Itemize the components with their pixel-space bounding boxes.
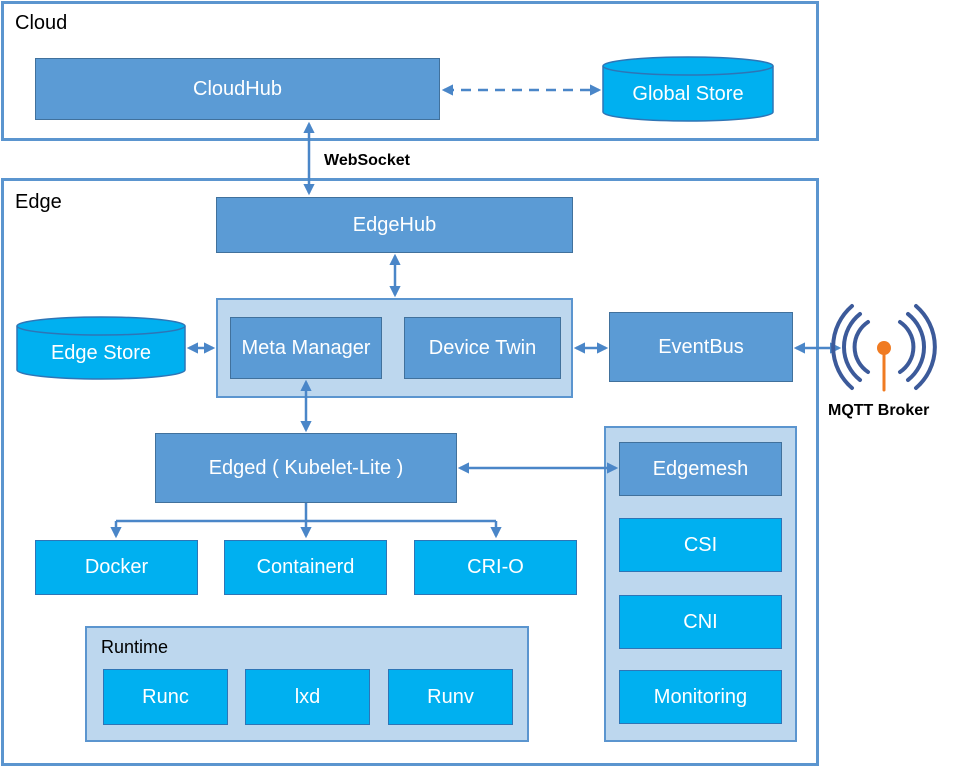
cni-label: CNI	[683, 610, 718, 633]
edge-store-label: Edge Store	[50, 341, 152, 364]
monitoring-label: Monitoring	[653, 685, 748, 708]
lxd-box[interactable]: lxd	[245, 669, 370, 725]
runv-box[interactable]: Runv	[388, 669, 513, 725]
edgemesh-label: Edgemesh	[652, 457, 749, 480]
csi-label: CSI	[683, 533, 718, 556]
cloudhub-box[interactable]: CloudHub	[35, 58, 440, 120]
meta-manager-box[interactable]: Meta Manager	[230, 317, 382, 379]
device-twin-box[interactable]: Device Twin	[404, 317, 561, 379]
eventbus-label: EventBus	[658, 335, 744, 358]
edged-runtime-connector	[110, 503, 502, 539]
meta-manager-label: Meta Manager	[241, 336, 371, 359]
cri-o-box[interactable]: CRI-O	[414, 540, 577, 595]
containerd-label: Containerd	[256, 556, 355, 578]
cni-box[interactable]: CNI	[619, 595, 782, 649]
edgemesh-box[interactable]: Edgemesh	[619, 442, 782, 496]
websocket-label: WebSocket	[324, 152, 410, 169]
docker-label: Docker	[84, 556, 149, 578]
edgehub-box[interactable]: EdgeHub	[216, 197, 573, 253]
cri-o-label: CRI-O	[467, 556, 524, 578]
mqtt-broker-icon	[831, 304, 937, 392]
mqtt-broker-label: MQTT Broker	[828, 402, 930, 419]
runtime-panel-label: Runtime	[101, 637, 169, 657]
lxd-label: lxd	[294, 685, 321, 708]
docker-box[interactable]: Docker	[35, 540, 198, 595]
csi-box[interactable]: CSI	[619, 518, 782, 572]
global-store-label: Global Store	[632, 82, 744, 105]
edged-box[interactable]: Edged ( Kubelet-Lite )	[155, 433, 457, 503]
containerd-box[interactable]: Containerd	[224, 540, 387, 595]
cloudhub-label: CloudHub	[193, 77, 282, 100]
eventbus-box[interactable]: EventBus	[609, 312, 793, 382]
edgehub-label: EdgeHub	[352, 213, 437, 236]
runc-box[interactable]: Runc	[103, 669, 228, 725]
global-store-cylinder[interactable]	[602, 56, 774, 122]
edge-region-label: Edge	[15, 191, 62, 213]
runv-label: Runv	[427, 685, 474, 708]
monitoring-box[interactable]: Monitoring	[619, 670, 782, 724]
device-twin-label: Device Twin	[428, 336, 537, 359]
runc-label: Runc	[142, 685, 189, 708]
edge-store-cylinder[interactable]	[16, 316, 186, 380]
cloud-region-label: Cloud	[15, 12, 68, 34]
edged-label: Edged ( Kubelet-Lite )	[208, 456, 404, 479]
